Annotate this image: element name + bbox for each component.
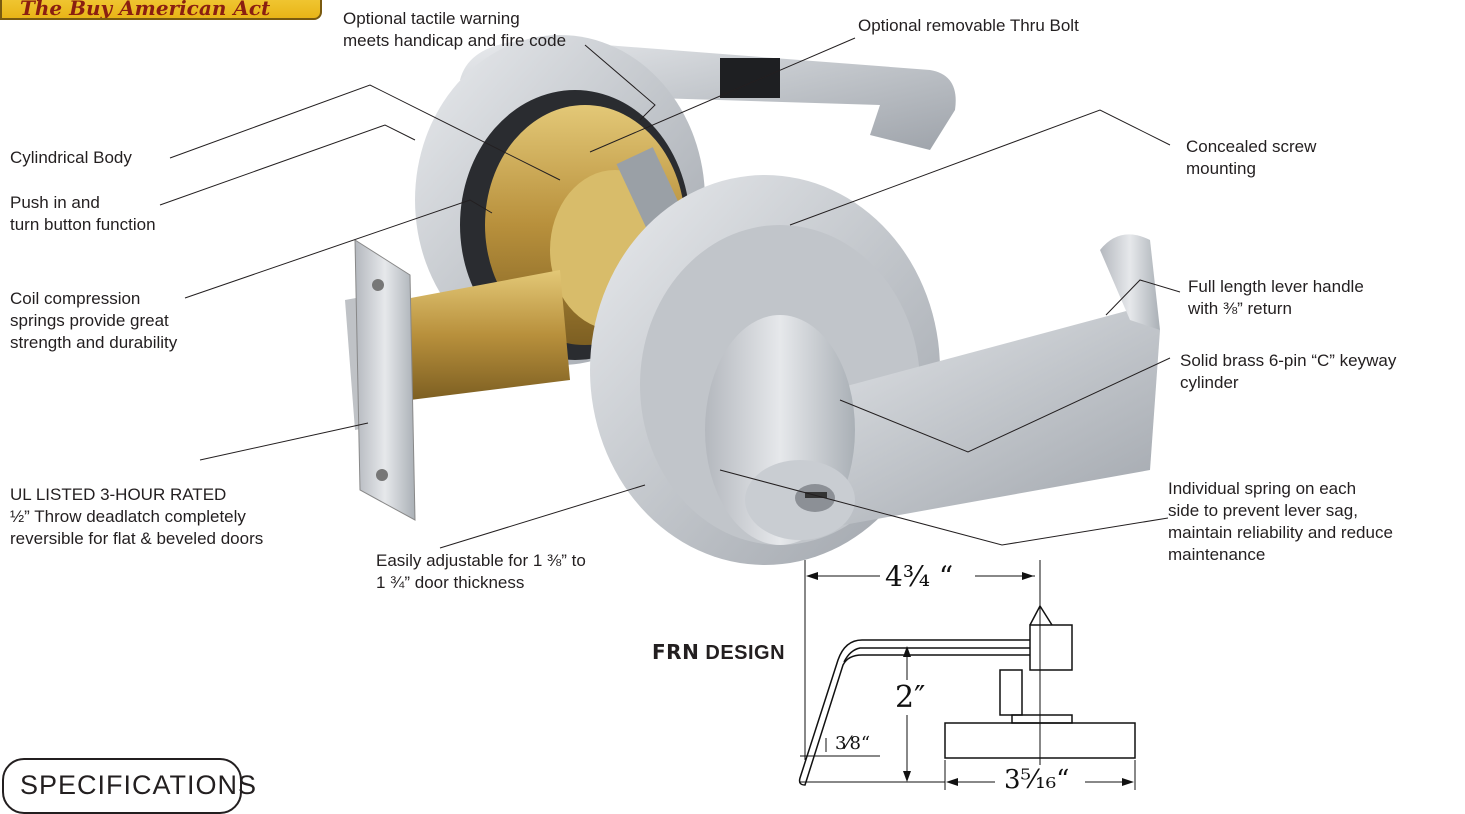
dim-overall-width: 4¾ “ bbox=[885, 560, 954, 593]
callout-line: turn button function bbox=[10, 215, 156, 234]
callout-line: Optional tactile warning bbox=[343, 9, 520, 28]
callout-thru-bolt: Optional removable Thru Bolt bbox=[858, 15, 1079, 37]
front-lever bbox=[705, 234, 1160, 545]
design-label: DESIGN bbox=[705, 642, 786, 664]
design-code: FRN bbox=[652, 640, 700, 664]
dim-rose: 3⁵⁄₁₆“ bbox=[1000, 765, 1074, 795]
callout-line: Optional removable Thru Bolt bbox=[858, 16, 1079, 35]
dim-height: 2″ bbox=[895, 680, 926, 715]
callout-line: Coil compression bbox=[10, 289, 141, 308]
callout-push-button: Push in and turn button function bbox=[10, 192, 156, 236]
callout-line: Concealed screw bbox=[1186, 137, 1317, 156]
badge-text: The Buy American Act bbox=[20, 0, 271, 20]
callout-line: maintenance bbox=[1168, 545, 1266, 564]
callout-lever-handle: Full length lever handle with ⅜” return bbox=[1188, 276, 1364, 320]
callout-brass-cylinder: Solid brass 6-pin “C” keyway cylinder bbox=[1180, 350, 1396, 394]
callout-line: 1 ¾” door thickness bbox=[376, 573, 525, 592]
callout-line: meets handicap and fire code bbox=[343, 31, 567, 50]
callout-line: reversible for flat & beveled doors bbox=[10, 529, 264, 548]
callout-line: maintain reliability and reduce bbox=[1168, 523, 1393, 542]
callout-line: Full length lever handle bbox=[1188, 277, 1364, 296]
callout-line: Cylindrical Body bbox=[10, 148, 132, 167]
callout-line: Easily adjustable for 1 ⅜” to bbox=[376, 551, 586, 570]
callout-line: Solid brass 6-pin “C” keyway bbox=[1180, 351, 1397, 370]
lockset-illustration bbox=[159, 35, 1181, 565]
callout-adjustable: Easily adjustable for 1 ⅜” to 1 ¾” door … bbox=[376, 550, 586, 594]
leader-lines bbox=[159, 37, 1181, 549]
dim-return: 3⁄8“ bbox=[835, 733, 871, 754]
callout-tactile-warning: Optional tactile warning meets handicap … bbox=[343, 8, 566, 52]
latch-assembly bbox=[345, 239, 570, 521]
callout-coil-springs: Coil compression springs provide great s… bbox=[10, 288, 177, 354]
callout-cylindrical-body: Cylindrical Body bbox=[10, 147, 132, 169]
callout-line: with ⅜” return bbox=[1188, 299, 1292, 318]
callout-concealed-screw: Concealed screw mounting bbox=[1186, 136, 1316, 180]
buy-american-badge: The Buy American Act bbox=[0, 0, 322, 20]
callout-line: Individual spring on each bbox=[1168, 479, 1357, 498]
specifications-tab[interactable]: SPECIFICATIONS bbox=[2, 758, 258, 814]
callout-line: side to prevent lever sag, bbox=[1168, 501, 1358, 520]
callout-line: mounting bbox=[1186, 159, 1256, 178]
callout-line: Push in and bbox=[10, 193, 100, 212]
callout-line: ½” Throw deadlatch completely bbox=[10, 507, 246, 526]
callout-ul-listed: UL LISTED 3-HOUR RATED ½” Throw deadlatc… bbox=[10, 484, 263, 550]
specifications-label: SPECIFICATIONS bbox=[20, 770, 258, 800]
callout-line: UL LISTED 3-HOUR RATED bbox=[10, 485, 227, 504]
callout-individual-spring: Individual spring on each side to preven… bbox=[1168, 478, 1393, 566]
dimension-drawing bbox=[798, 560, 1136, 790]
callout-line: strength and durability bbox=[10, 333, 178, 352]
callout-line: springs provide great bbox=[10, 311, 169, 330]
callout-line: cylinder bbox=[1180, 373, 1239, 392]
design-title: FRN DESIGN bbox=[652, 640, 785, 665]
